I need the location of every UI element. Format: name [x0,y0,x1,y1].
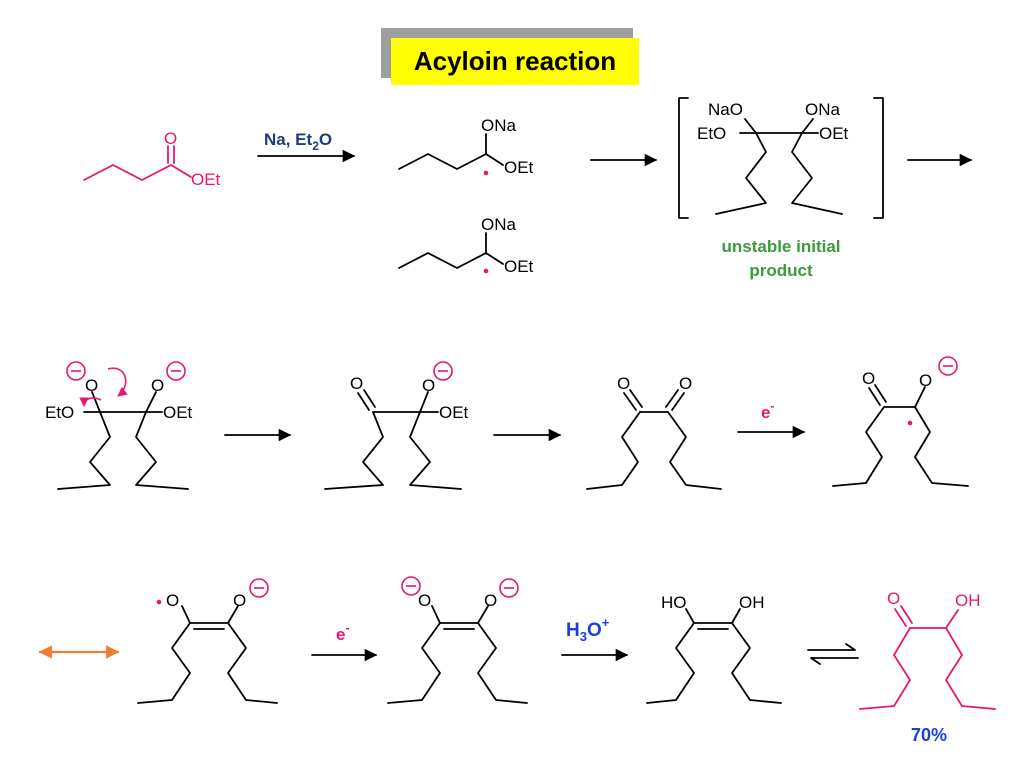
diketone-o-right: O [679,374,692,393]
acid-label: H3O+ [566,615,610,644]
electron-1-sup: - [770,399,774,413]
resonance-o-anion: O [233,591,246,610]
keto-alkoxide-o-alkoxide: O [422,376,435,395]
ester-carbonyl-o: O [164,129,177,148]
diketone-o-left: O [617,374,630,393]
note-line2: product [749,261,813,280]
enediolate-o-left: O [418,591,431,610]
dimer-oet: OEt [819,124,849,143]
radical-b-ona: ONa [481,215,517,234]
neg-charge-resonance [249,578,269,598]
electron-label-2: e- [336,621,349,644]
radical-dot-a [483,170,489,176]
electron-2-e: e [336,625,345,644]
reagent-tail: O [319,130,332,149]
dimer-structure [715,118,843,215]
acid-sup: + [602,615,610,630]
enediol-structure [646,608,782,704]
dimer-eto: EtO [697,124,726,143]
neg-charge-enediolate-right [499,578,519,598]
radical-b-oet: OEt [504,257,534,276]
radical-dots [156,170,913,605]
ester-oet: OEt [191,170,221,189]
yield-label: 70% [911,725,947,745]
neg-charge-ketyl [938,356,958,376]
negative-charges [66,356,958,598]
scheme-title: Acyloin reaction [413,46,617,76]
acid-sub: 3 [580,629,587,644]
neg-charge-keto-alkoxide [433,361,453,381]
radical-dot-ketyl [907,420,913,426]
keto-alkoxide-o-ketone: O [350,374,363,393]
dimer-nao: NaO [708,100,743,119]
electron-2-sup: - [345,621,349,635]
resonance-form-structure [137,605,278,704]
radical-dot-b [483,268,489,274]
neg-charge-dialkoxide-left [66,361,86,381]
reagent-sub: 2 [312,139,319,153]
acyloin-structure [859,605,996,710]
acyloin-o: O [887,589,900,608]
title-box: Acyloin reaction [391,38,639,85]
radical-b-structure [398,232,504,269]
ketyl-structure [832,384,969,487]
dialkoxide-eto: EtO [45,403,74,422]
dialkoxide-structure [57,391,189,490]
neg-charge-dialkoxide-right [166,361,186,381]
ketyl-o-ketone: O [862,369,875,388]
enediol-ho: HO [661,593,687,612]
ethyl-butanoate-structure [83,145,192,181]
diketone-structure [586,389,722,490]
acyloin-oh: OH [955,591,981,610]
radical-a-oet: OEt [504,158,534,177]
dialkoxide-o-left: O [85,376,98,395]
dialkoxide-oet: OEt [163,403,193,422]
dialkoxide-o-right: O [151,376,164,395]
radical-a-structure [398,133,504,170]
electron-label-1: e- [761,399,774,422]
dimer-ona: ONa [805,100,841,119]
reagent-label: Na, Et2O [264,130,332,153]
ketyl-o-alkoxide: O [919,371,932,390]
keto-alkoxide-oet: OEt [439,403,469,422]
electron-1-e: e [761,403,770,422]
acid-h: H [566,620,580,641]
neg-charge-enediolate-left [401,576,421,596]
left-bracket [678,97,689,219]
keto-alkoxide-structure [324,389,462,490]
note-line1: unstable initial [721,237,840,256]
enediolate-structure [387,605,528,704]
enediolate-o-right: O [484,591,497,610]
right-bracket [873,97,884,219]
enediol-oh: OH [739,593,765,612]
reagent-main: Na, Et [264,130,313,149]
acid-o: O [587,620,602,641]
resonance-o-radical: O [166,591,179,610]
electron-push-arrows [79,367,128,407]
radical-a-ona: ONa [481,116,517,135]
equilibrium-arrows [807,643,859,665]
radical-dot-resonance [156,599,162,605]
